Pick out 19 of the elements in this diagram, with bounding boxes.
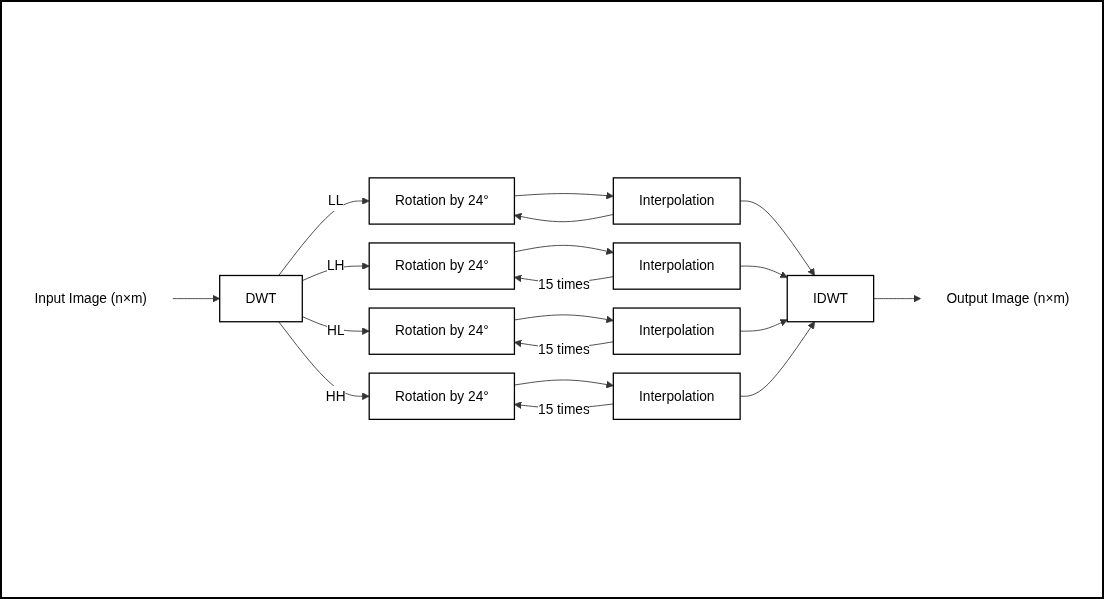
node-box: Interpolation	[612, 307, 741, 356]
edge-label: 15 times	[538, 342, 590, 358]
edge-label: LL	[328, 193, 344, 209]
node-box: Rotation by 24°	[368, 177, 516, 226]
edge-label: 15 times	[538, 402, 590, 418]
edge-label: HH	[325, 388, 346, 404]
edge-label: 15 times	[538, 277, 590, 293]
node-box: Interpolation	[612, 177, 741, 226]
node-box: Rotation by 24°	[368, 307, 516, 356]
node-box: IDWT	[786, 275, 875, 323]
edge-label: HL	[326, 323, 345, 339]
node-box: Rotation by 24°	[368, 372, 516, 421]
node-box: Interpolation	[612, 372, 741, 421]
node-box: DWT	[219, 275, 303, 323]
node-text: Input Image (n×m)	[34, 291, 147, 306]
node-box: Rotation by 24°	[368, 242, 516, 291]
node-box: Interpolation	[612, 242, 741, 291]
node-text: Output Image (n×m)	[946, 291, 1070, 306]
edge-label: LH	[326, 258, 345, 274]
